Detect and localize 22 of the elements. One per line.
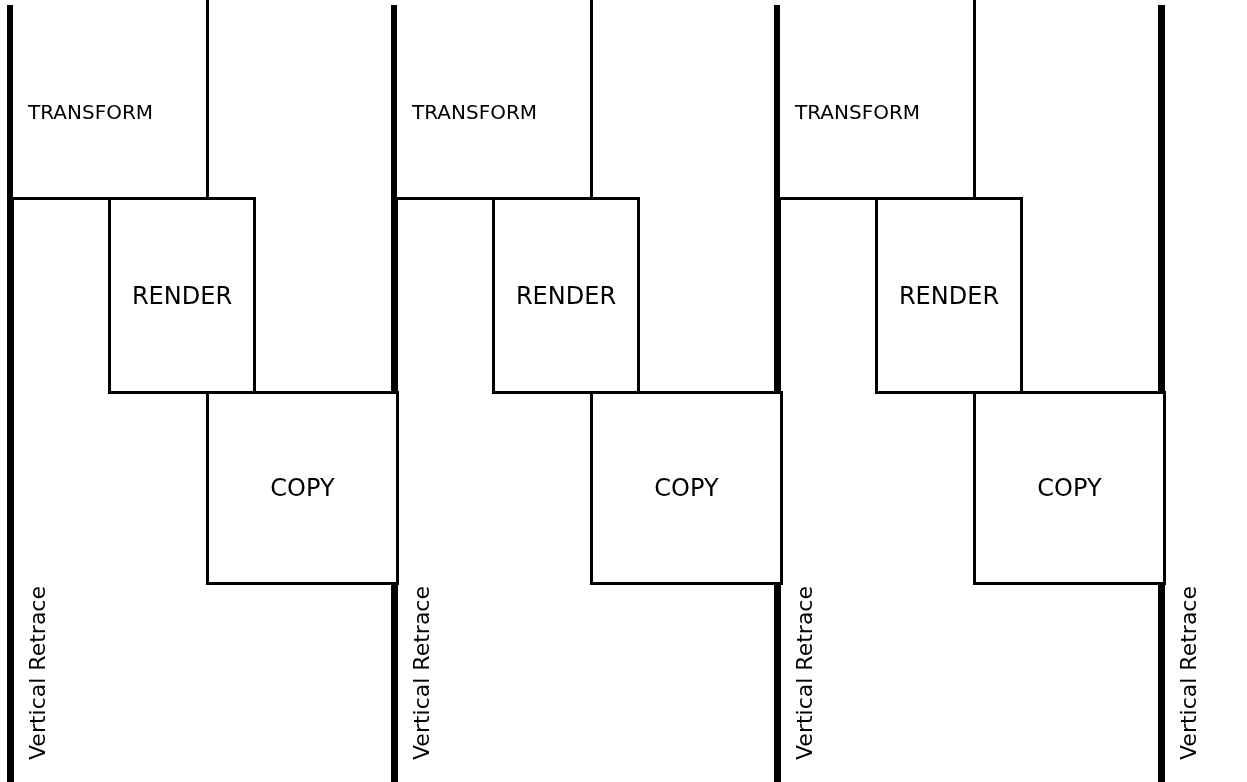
task-label: RENDER <box>131 281 233 310</box>
task-label: COPY <box>270 474 335 502</box>
task-box <box>206 391 399 585</box>
task-box <box>780 0 976 200</box>
retrace-label: Vertical Retrace <box>25 586 51 760</box>
retrace-label: Vertical Retrace <box>1176 586 1202 760</box>
task-label: TRANSFORM <box>28 100 154 124</box>
task-box <box>973 391 1166 585</box>
task-box <box>875 197 1023 394</box>
task-box <box>492 197 640 394</box>
task-label: TRANSFORM <box>412 100 538 124</box>
task-box <box>13 0 209 200</box>
task-label: RENDER <box>515 281 617 310</box>
task-label: COPY <box>654 474 719 502</box>
task-box <box>397 0 593 200</box>
task-box <box>108 197 256 394</box>
task-label: COPY <box>1037 474 1102 502</box>
retrace-label: Vertical Retrace <box>409 586 435 760</box>
task-label: TRANSFORM <box>795 100 921 124</box>
task-box <box>590 391 783 585</box>
retrace-label: Vertical Retrace <box>792 586 818 760</box>
task-label: RENDER <box>898 281 1000 310</box>
